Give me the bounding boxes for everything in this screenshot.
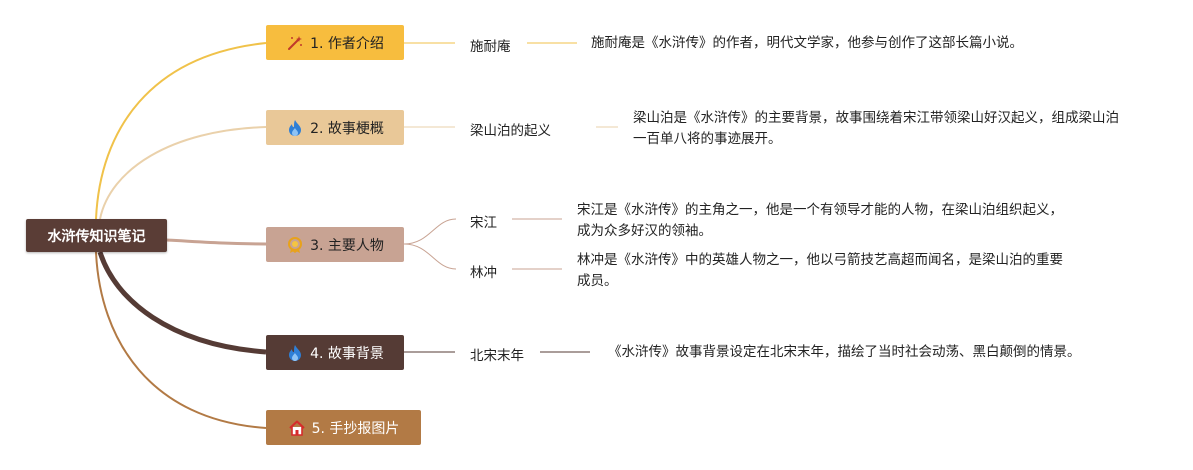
topic-description: 梁山泊是《水浒传》的主要背景，故事围绕着宋江带领梁山好汉起义，组成梁山泊一百单八… [633, 110, 1119, 147]
topic-description: 施耐庵是《水浒传》的作者，明代文学家，他参与创作了这部长篇小说。 [591, 35, 1023, 51]
branch-label: 4. 故事背景 [310, 345, 384, 362]
topic-song-jiang[interactable]: 宋江 [470, 215, 497, 231]
branch-label: 1. 作者介绍 [310, 35, 384, 52]
connector-branch3-topic2 [403, 243, 457, 270]
topic-description: 宋江是《水浒传》的主角之一，他是一个有领导才能的人物，在梁山泊组织起义，成为众多… [577, 202, 1063, 239]
branch-author[interactable]: 1. 作者介绍 [266, 25, 404, 60]
topic-description: 《水浒传》故事背景设定在北宋末年，描绘了当时社会动荡、黑白颠倒的情景。 [608, 344, 1081, 360]
topic-liangshan-uprising[interactable]: 梁山泊的起义 [470, 123, 551, 139]
sparkle-icon [286, 34, 304, 52]
home-icon [288, 419, 306, 437]
root-node[interactable]: 水浒传知识笔记 [26, 219, 167, 252]
branch-synopsis[interactable]: 2. 故事梗概 [266, 110, 404, 145]
branch-characters[interactable]: 3. 主要人物 [266, 227, 404, 262]
medal-icon [286, 236, 304, 254]
connector-root-branch5 [95, 251, 267, 429]
connector-root-branch2 [99, 126, 267, 220]
topic-shi-naian[interactable]: 施耐庵 [470, 39, 511, 55]
connector-branch3-topic1 [403, 218, 457, 245]
flame-icon [286, 344, 304, 362]
flame-icon [286, 119, 304, 137]
branch-label: 5. 手抄报图片 [311, 420, 400, 437]
topic-lin-chong[interactable]: 林冲 [470, 265, 497, 281]
branch-images[interactable]: 5. 手抄报图片 [266, 410, 421, 445]
topic-late-northern-song[interactable]: 北宋末年 [470, 348, 524, 364]
connector-root-branch3 [166, 238, 267, 246]
branch-label: 3. 主要人物 [310, 237, 384, 254]
root-label: 水浒传知识笔记 [47, 228, 146, 245]
topic-description: 林冲是《水浒传》中的英雄人物之一，他以弓箭技艺高超而闻名，是梁山泊的重要成员。 [577, 252, 1063, 289]
connector-root-branch4 [97, 251, 267, 355]
connector-root-branch1 [95, 42, 267, 220]
branch-background[interactable]: 4. 故事背景 [266, 335, 404, 370]
branch-label: 2. 故事梗概 [310, 120, 384, 137]
